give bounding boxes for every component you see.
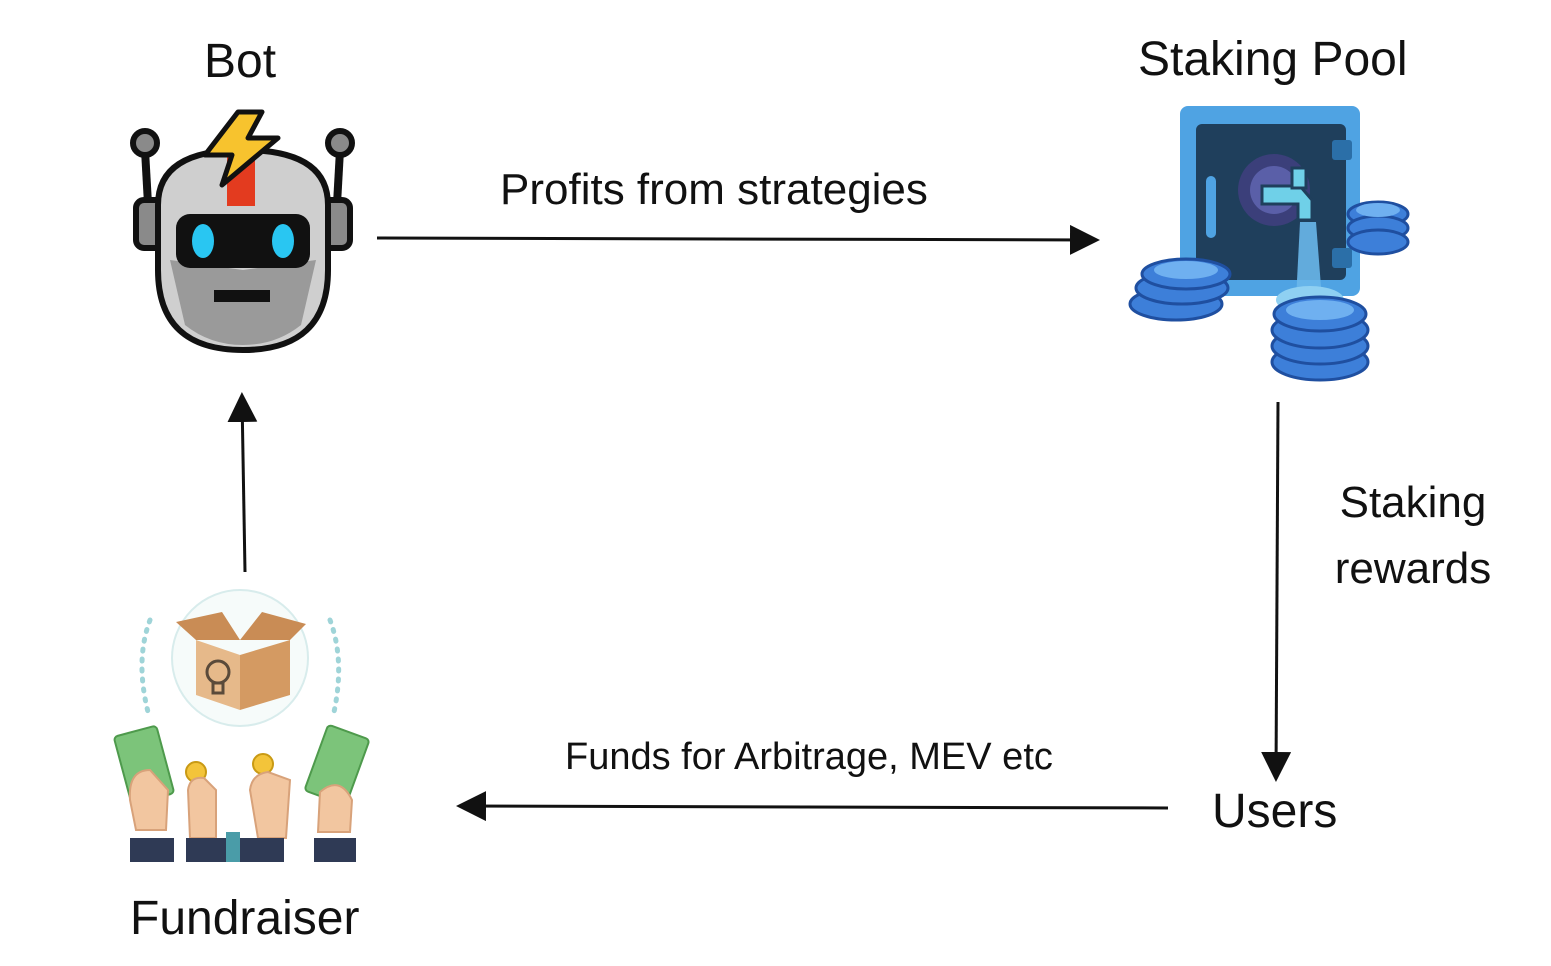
edge-label-funds: Funds for Arbitrage, MEV etc	[565, 736, 1053, 778]
edge-label-profits: Profits from strategies	[500, 165, 928, 214]
edge-label-staking-line2: rewards	[1334, 544, 1492, 593]
bot-label: Bot	[204, 35, 277, 88]
arrow-bot-to-pool	[376, 224, 1100, 255]
edge-label-staking-rewards: Staking rewards	[1318, 470, 1508, 602]
users-label: Users	[1212, 785, 1338, 838]
arrow-fundraiser-to-bot	[227, 392, 258, 573]
edge-label-staking-line1: Staking	[1339, 478, 1487, 527]
lightning-icon	[202, 109, 281, 188]
arrow-pool-to-users	[1261, 401, 1292, 782]
fundraiser-label: Fundraiser	[130, 892, 360, 945]
arrow-users-to-fundraiser	[456, 791, 1169, 822]
staking-pool-label: Staking Pool	[1138, 33, 1408, 86]
